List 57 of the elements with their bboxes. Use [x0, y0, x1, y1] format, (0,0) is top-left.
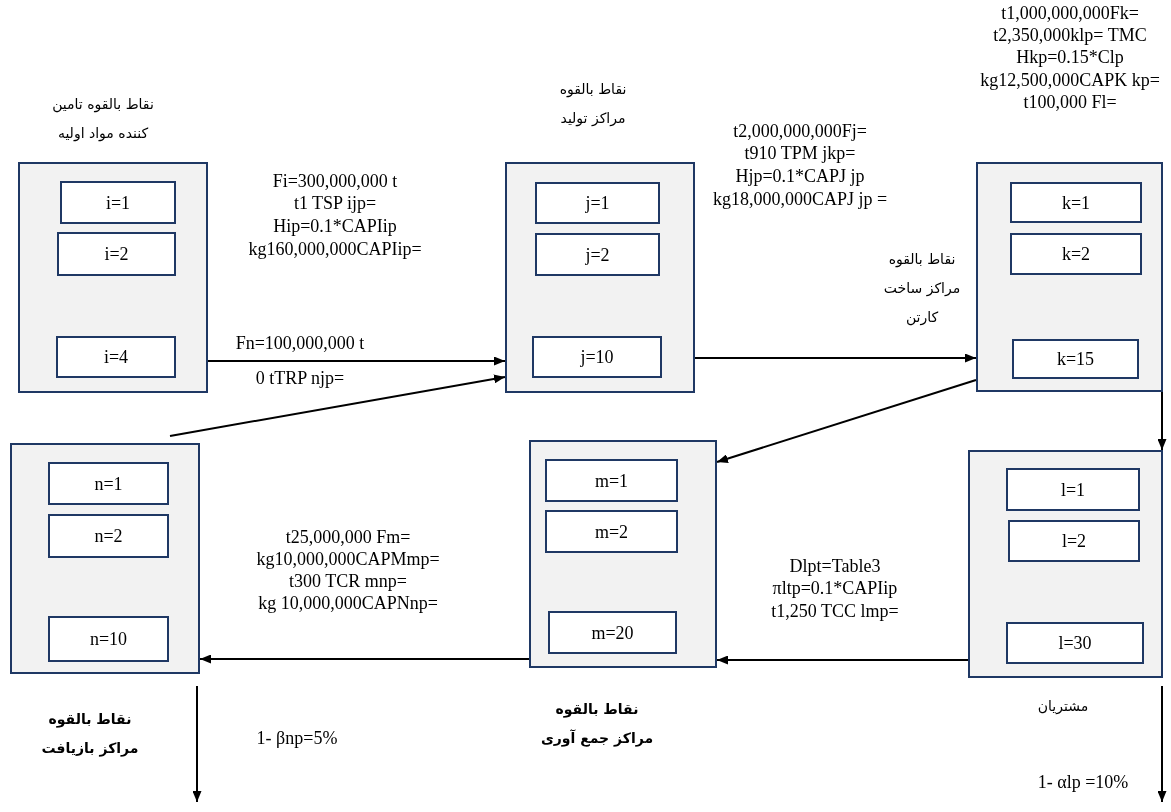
parameter-text: t1,000,000,000Fk= [1001, 3, 1139, 23]
parameter-text: t25,000,000 Fm= [285, 527, 411, 547]
index-box: k=2 [1010, 233, 1142, 275]
parameter-text: Hjp=0.1*CAPJ jp [735, 166, 865, 186]
arrow [207, 356, 506, 366]
arrow [716, 379, 977, 463]
parameter-text: 1- αlp =10% [1037, 772, 1129, 792]
index-box: l=1 [1006, 468, 1140, 511]
parameter-text: t300 TCR mnp= [289, 571, 407, 591]
parameter-text: 0 tTRP njp= [255, 368, 345, 388]
index-box: m=1 [545, 459, 678, 502]
index-box: j=10 [532, 336, 662, 378]
index-box: k=1 [1010, 182, 1142, 223]
box-heading: مشتریان [1036, 697, 1090, 717]
index-box: j=2 [535, 233, 660, 276]
parameter-text: t910 TPM jkp= [744, 143, 856, 163]
index-box: n=2 [48, 514, 169, 558]
index-box: n=1 [48, 462, 169, 505]
index-box: l=2 [1008, 520, 1140, 562]
parameter-text: kg160,000,000CAPIip= [248, 239, 422, 259]
arrow [1157, 685, 1167, 803]
index-box: k=15 [1012, 339, 1139, 379]
parameter-text: kg12,500,000CAPK kp= [980, 70, 1160, 90]
index-box: n=10 [48, 616, 169, 662]
index-box: l=30 [1006, 622, 1144, 664]
box-heading: نقاط بالقوه مراکز بازیافت [40, 710, 140, 759]
arrow [694, 353, 977, 363]
arrow [1157, 391, 1167, 451]
box-heading: نقاط بالقوه مراکز جمع آوری [539, 700, 655, 749]
box-heading: نقاط بالقوه مراکز ساخت کارتن [882, 250, 962, 328]
index-box: j=1 [535, 182, 660, 224]
parameter-text: t100,000 Fl= [1023, 92, 1117, 112]
parameter-text: Fi=300,000,000 t [272, 171, 398, 191]
parameter-text: kg 10,000,000CAPNnp= [258, 593, 438, 613]
parameter-text: t2,350,000klp= TMC [993, 25, 1147, 45]
index-box: i=4 [56, 336, 176, 378]
parameter-text: Dlpt=Table3 [789, 556, 881, 576]
arrow [199, 654, 530, 664]
parameter-text: Hkp=0.15*Clp [1016, 47, 1124, 67]
parameter-text: Hip=0.1*CAPIip [273, 216, 397, 236]
box-heading: نقاط بالقوه مراکز تولید [558, 80, 628, 129]
parameter-text: kg18,000,000CAPJ jp = [712, 189, 888, 209]
box-heading: نقاط بالقوه تامین کننده مواد اولیه [51, 95, 155, 144]
arrow [716, 655, 969, 665]
arrow [169, 374, 506, 437]
index-box: m=20 [548, 611, 677, 654]
parameter-text: Fn=100,000,000 t [235, 333, 365, 353]
parameter-text: πltp=0.1*CAPIip [772, 578, 898, 598]
parameter-text: t1 TSP ijp= [293, 193, 377, 213]
index-box: i=1 [60, 181, 176, 224]
parameter-text: 1- βnp=5% [256, 728, 338, 748]
index-box: m=2 [545, 510, 678, 553]
parameter-text: kg10,000,000CAPMmp= [256, 549, 440, 569]
arrow [192, 685, 202, 803]
index-box: i=2 [57, 232, 176, 276]
parameter-text: t1,250 TCC lmp= [771, 601, 899, 621]
parameter-text: t2,000,000,000Fj= [733, 121, 867, 141]
